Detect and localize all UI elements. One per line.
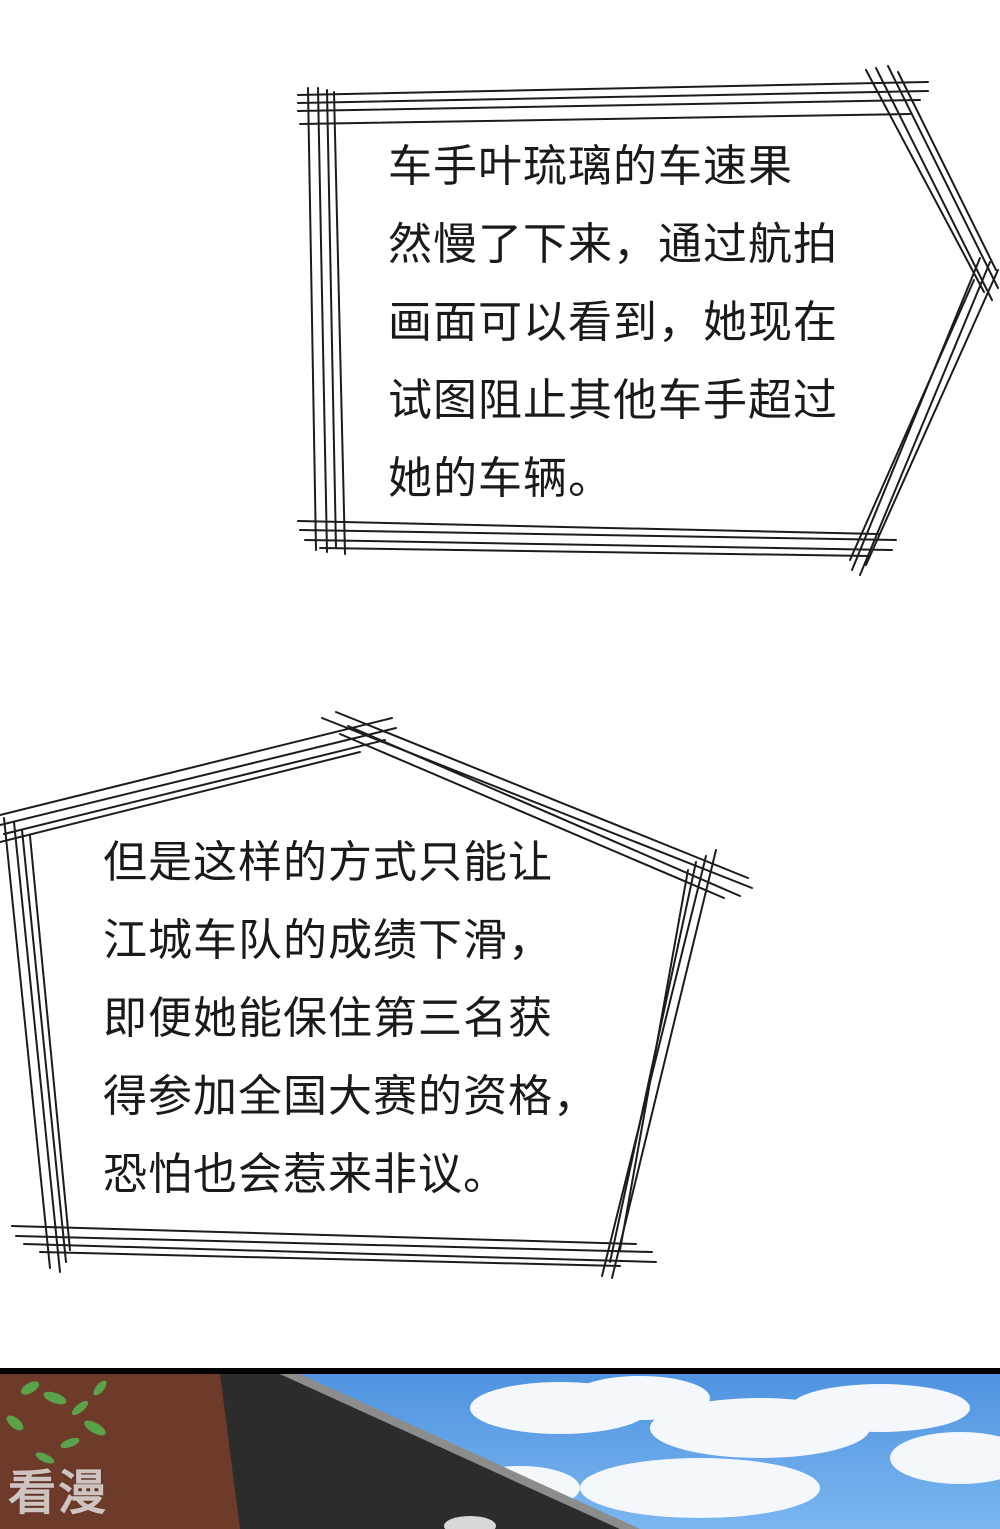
bubble-1-left-edge — [307, 87, 346, 555]
bubble-2-left-edge — [3, 817, 71, 1273]
caption-line: 车手叶琉璃的车速果 — [388, 141, 793, 192]
caption-line: 画面可以看到，她现在 — [388, 297, 838, 348]
roof — [220, 1374, 620, 1529]
caption-bubble-1-text: 车手叶琉璃的车速果 然慢了下来，通过航拍 画面可以看到，她现在 试图阻止其他车手… — [388, 128, 838, 518]
bubble-1-bottom-edge — [297, 520, 897, 557]
bubble-1-upper-right-edge — [865, 65, 999, 301]
bubble-2-bottom-edge — [11, 1225, 657, 1267]
roof-light — [444, 1516, 496, 1529]
panel-border — [0, 1368, 1000, 1374]
caption-line: 得参加全国大赛的资格， — [103, 1071, 598, 1122]
bubble-1-lower-right-edge — [849, 257, 999, 576]
caption-bubble-2-text: 但是这样的方式只能让 江城车队的成绩下滑， 即便她能保住第三名获 得参加全国大赛… — [103, 824, 598, 1214]
caption-line: 然慢了下来，通过航拍 — [388, 219, 838, 270]
caption-line: 恐怕也会惹来非议。 — [103, 1149, 508, 1200]
caption-line: 即便她能保住第三名获 — [103, 993, 553, 1044]
bubble-1-top-edge — [297, 81, 929, 125]
next-comic-panel — [0, 1368, 1000, 1529]
panel-illustration — [0, 1368, 1000, 1529]
caption-line: 她的车辆。 — [388, 453, 613, 504]
caption-line: 江城车队的成绩下滑， — [103, 915, 553, 966]
clouds — [460, 1376, 1000, 1518]
caption-line: 但是这样的方式只能让 — [103, 837, 553, 888]
caption-line: 试图阻止其他车手超过 — [388, 375, 838, 426]
bubble-2-upper-right-edge — [321, 711, 753, 899]
bubble-2-upper-left-edge — [0, 717, 397, 843]
roof-edge — [280, 1374, 640, 1529]
watermark-logo: 看漫 — [8, 1465, 109, 1521]
bubble-2-right-edge — [601, 849, 717, 1279]
brick-wall — [0, 1374, 250, 1529]
vine-leaves — [6, 1380, 107, 1464]
